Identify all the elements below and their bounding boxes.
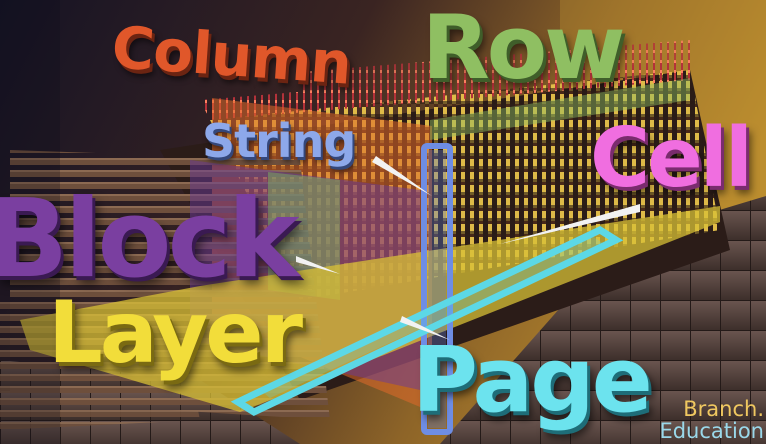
watermark-line-2: Education (659, 418, 764, 443)
label-page: Page (412, 328, 653, 433)
label-row: Row (422, 0, 626, 99)
label-layer: Layer (48, 283, 303, 383)
label-cell: Cell (590, 111, 753, 206)
label-string: String (202, 114, 356, 168)
label-column: Column (109, 13, 354, 98)
watermark-line-1: Branch. (683, 396, 764, 421)
label-block: Block (0, 177, 299, 302)
branch-education-watermark: Branch. Education (659, 398, 764, 442)
